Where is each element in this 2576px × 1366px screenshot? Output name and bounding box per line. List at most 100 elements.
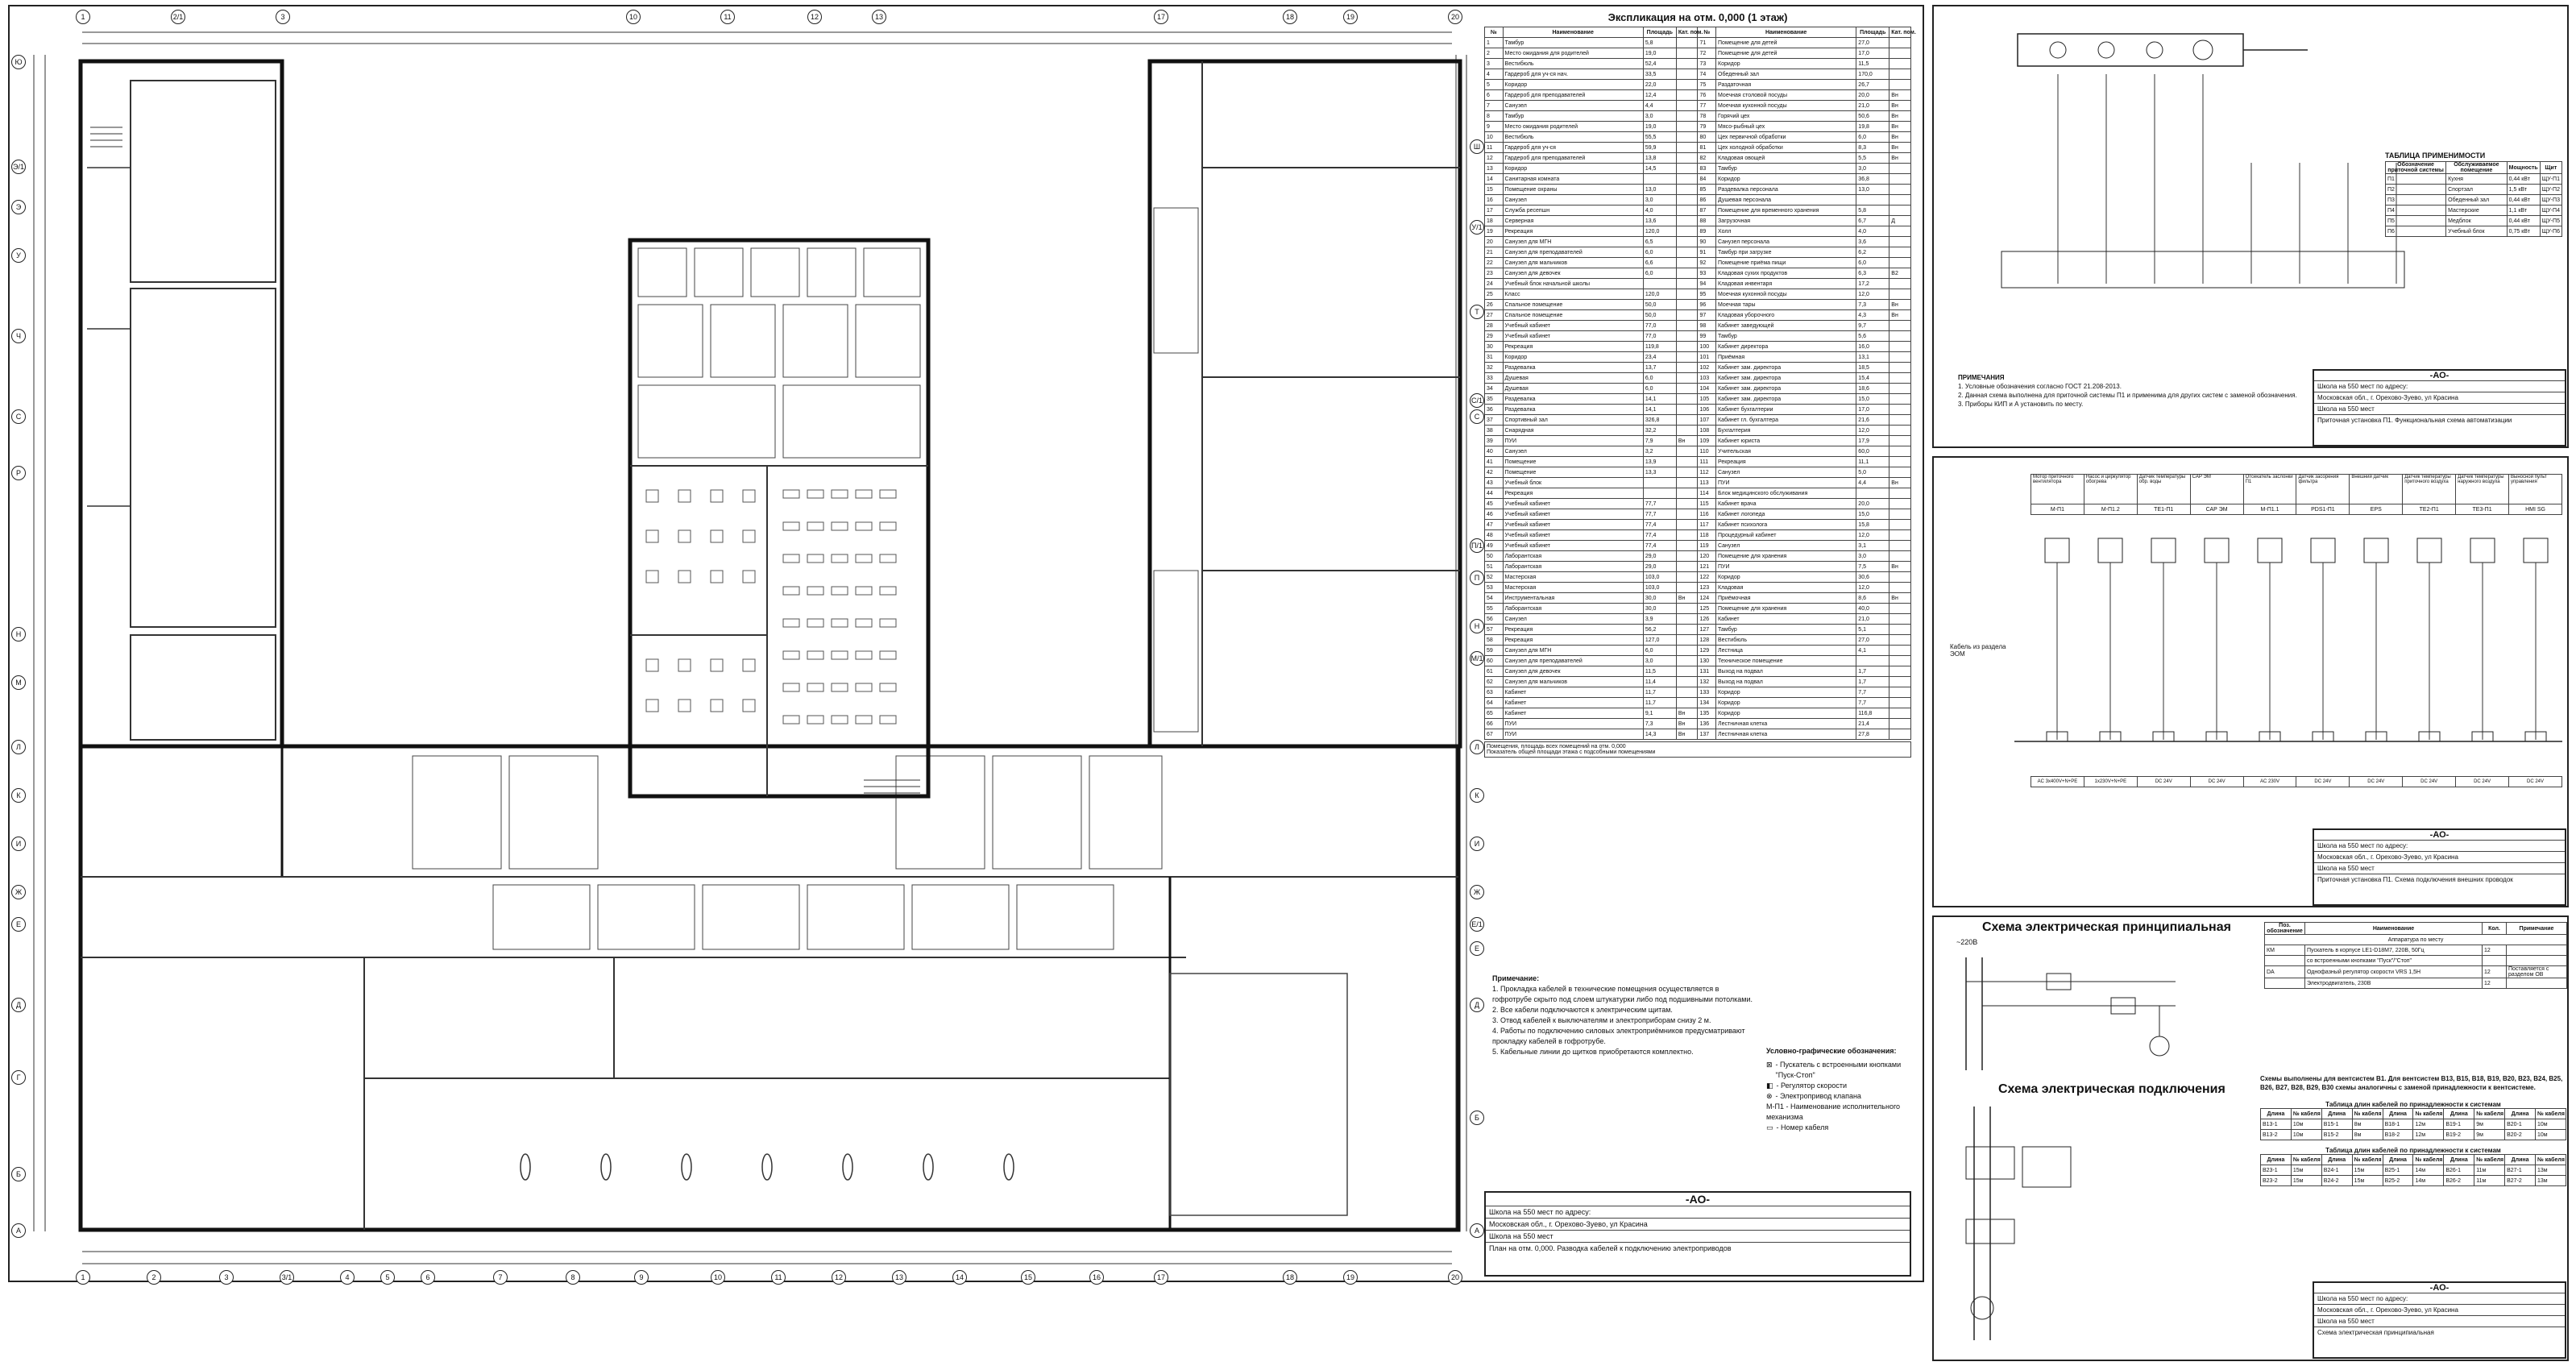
table-cell: [1889, 257, 1911, 268]
table-cell: [1675, 89, 1699, 101]
table-cell: Лаборантская: [1502, 561, 1644, 572]
length-header: Длина: [2504, 1108, 2537, 1119]
table-cell: 50,0: [1642, 299, 1677, 310]
table-cell: Тамбур: [1502, 37, 1644, 48]
table-cell: 75: [1697, 79, 1717, 90]
table-cell: 11,4: [1642, 676, 1677, 687]
table-cell: 4,0: [1856, 226, 1890, 237]
table-cell: 84: [1697, 173, 1717, 185]
explication-title: Экспликация на отм. 0,000 (1 этаж): [1607, 11, 1788, 23]
voltage-label: ~220В: [1956, 938, 1978, 946]
table-cell: 122: [1697, 571, 1717, 583]
table-cell: 5,1: [1856, 624, 1890, 635]
table-cell: Поставляется с разделом ОВ: [2506, 965, 2567, 978]
table-cell: Вестибюль: [1502, 131, 1644, 143]
table-cell: [2506, 955, 2567, 966]
table-cell: 134: [1697, 697, 1717, 708]
table-cell: [2482, 955, 2507, 966]
table-cell: [1889, 446, 1911, 457]
table-cell: [1889, 37, 1911, 48]
table-cell: 17,9: [1856, 435, 1890, 446]
table-cell: 117: [1697, 519, 1717, 530]
table-cell: Тамбур: [1502, 110, 1644, 122]
table-cell: Санузел для девочек: [1502, 666, 1644, 677]
table-cell: ЩУ-П2: [2539, 184, 2563, 195]
table-cell: 22,0: [1642, 79, 1677, 90]
axis-bubble-right: Д: [1470, 998, 1484, 1012]
table-cell: 15,0: [1856, 393, 1890, 405]
table-cell: 5,8: [1642, 37, 1677, 48]
table-cell: 15,8: [1856, 519, 1890, 530]
table-cell: Санузел для преподавателей: [1502, 655, 1644, 666]
table-cell: Место ожидания для родителей: [1502, 48, 1644, 59]
table-cell: 93: [1697, 268, 1717, 279]
table-cell: 6,5: [1642, 236, 1677, 247]
table-cell: Мясо-рыбный цех: [1715, 121, 1857, 132]
table-cell: 61: [1484, 666, 1504, 677]
table-cell: Гардероб для преподавателей: [1502, 152, 1644, 164]
table-cell: 29: [1484, 330, 1504, 342]
table-cell: [1675, 414, 1699, 426]
table-cell: 30: [1484, 341, 1504, 352]
table-cell: 9м: [2474, 1119, 2506, 1130]
vent-notes: ПРИМЕЧАНИЯ 1. Условные обозначения согла…: [1958, 373, 2345, 409]
table-cell: Цех холодной обработки: [1715, 142, 1857, 153]
table-cell: Учебный блок: [1502, 477, 1644, 488]
table-cell: 33: [1484, 372, 1504, 384]
table-cell: 7,7: [1856, 687, 1890, 698]
applicability-block: ТАБЛИЦА ПРИМЕНИМОСТИ Обозначение приточн…: [2384, 152, 2563, 237]
vent-title-block: -АО- Школа на 550 мест по адресу: Москов…: [2313, 369, 2566, 446]
table-cell: П3: [2384, 194, 2447, 206]
table-cell: [1889, 404, 1911, 415]
table-cell: [1889, 529, 1911, 541]
axis-bubble-left: К: [11, 788, 26, 803]
table-cell: 6,6: [1642, 257, 1677, 268]
axis-bubble-bottom: 13: [892, 1270, 906, 1285]
table-cell: [1675, 666, 1699, 677]
table-cell: Лаборантская: [1502, 603, 1644, 614]
table-cell: 99: [1697, 330, 1717, 342]
table-cell: ЩУ-П5: [2539, 215, 2563, 226]
table-cell: [1889, 582, 1911, 593]
table-cell: [1889, 69, 1911, 80]
axis-bubble-top: 19: [1343, 10, 1358, 24]
table-cell: 52: [1484, 571, 1504, 583]
table-cell: [1889, 571, 1911, 583]
table-cell: [1675, 446, 1699, 457]
table-cell: 58: [1484, 634, 1504, 646]
table-cell: В24-2: [2321, 1175, 2353, 1186]
table-cell: Помещение для детей: [1715, 37, 1857, 48]
table-cell: 8м: [2351, 1129, 2383, 1140]
table-cell: КМ: [2264, 945, 2305, 956]
table-cell: [1675, 320, 1699, 331]
table-cell: Место ожидания родителей: [1502, 121, 1644, 132]
legend-item: - Пускатель с встроенными кнопками "Пуск…: [1775, 1061, 1902, 1079]
table-cell: 55,5: [1642, 131, 1677, 143]
table-cell: [1889, 184, 1911, 195]
table-cell: 97: [1697, 309, 1717, 321]
actuator-icon: ⊗: [1766, 1092, 1773, 1100]
table-cell: Рекреация: [1502, 488, 1644, 499]
axis-bubble-bottom: 4: [340, 1270, 355, 1285]
cable-tag-icon: ▭: [1766, 1123, 1773, 1131]
table-cell: 14,1: [1642, 393, 1677, 405]
table-cell: 18,6: [1856, 383, 1890, 394]
table-cell: 4: [1484, 69, 1504, 80]
table-cell: Мастерская: [1502, 571, 1644, 583]
table-cell: Медблок: [2445, 215, 2508, 226]
table-cell: 4,3: [1856, 309, 1890, 321]
table-cell: [1889, 435, 1911, 446]
table-cell: Моечная кухонной посуды: [1715, 100, 1857, 111]
table-cell: [1889, 467, 1911, 478]
wiring-header: Насос и циркулятор обогрева: [2083, 474, 2138, 504]
table-cell: 108: [1697, 425, 1717, 436]
table-cell: Учебный кабинет: [1502, 529, 1644, 541]
electric-title-block: -АО- Школа на 550 мест по адресу: Москов…: [2313, 1281, 2566, 1359]
